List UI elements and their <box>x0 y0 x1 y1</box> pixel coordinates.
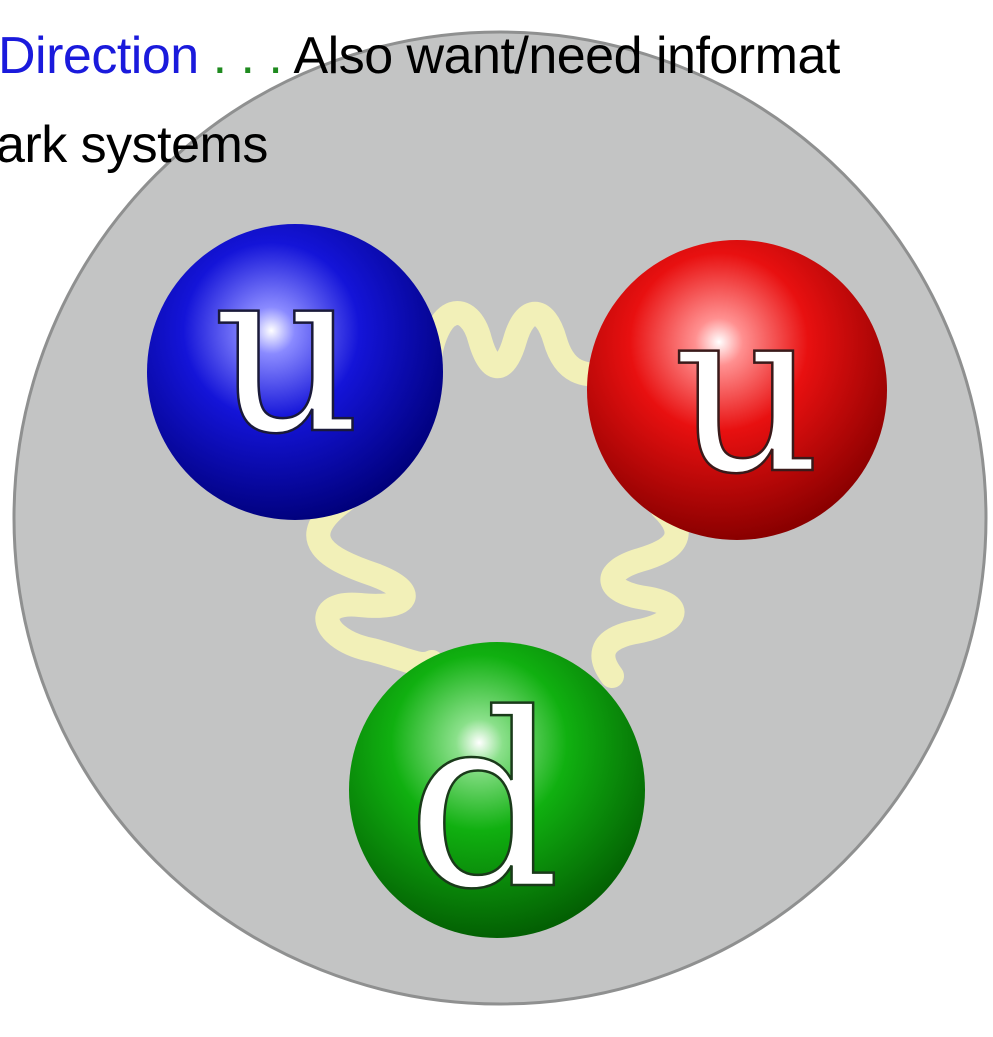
caption-also-want-text: Also want/need informat <box>293 27 840 85</box>
caption-line-1: Direction . . . Also want/need informat <box>0 26 840 86</box>
quark-label-u-blue: u <box>213 218 361 485</box>
quark-up-blue-sphere <box>147 224 443 520</box>
quark-up-red-sphere <box>587 240 887 540</box>
gluon-lines <box>306 301 689 688</box>
caption-ellipsis: . . . <box>198 27 294 85</box>
caption-direction-text: Direction <box>0 27 199 85</box>
gluon-right <box>591 496 689 688</box>
quark-down-green-sphere <box>349 642 645 938</box>
quark-label-u-red: u <box>673 258 821 525</box>
gluon-top <box>416 301 617 387</box>
gluon-left <box>306 488 444 677</box>
caption-line-2: ark systems <box>0 116 268 174</box>
quark-label-d-green: d <box>407 662 561 942</box>
